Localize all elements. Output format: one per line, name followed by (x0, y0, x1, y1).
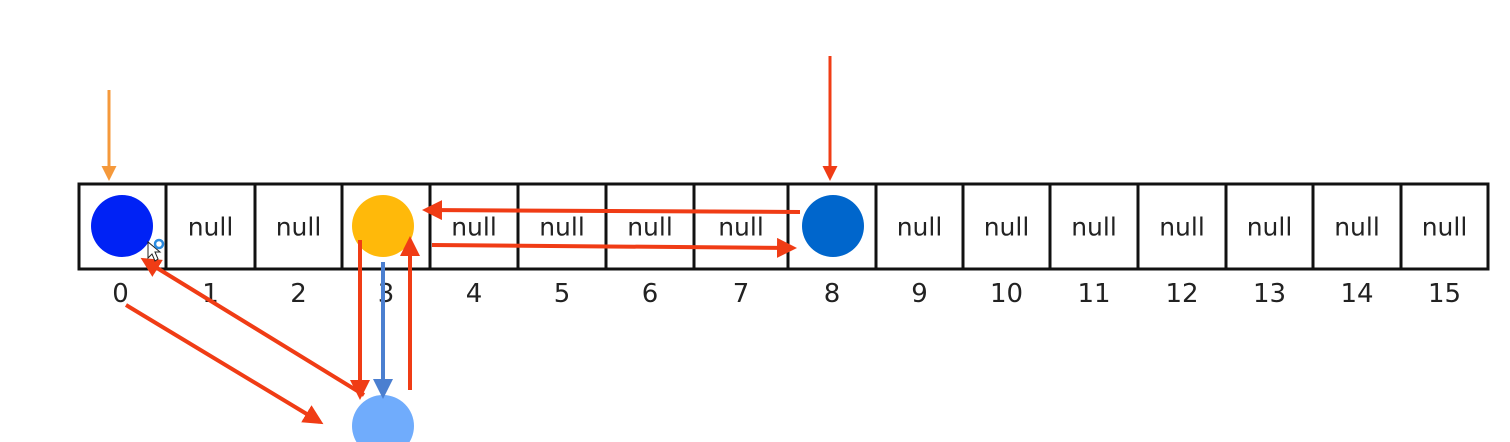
index-label-14: 14 (1340, 279, 1373, 309)
index-label-11: 11 (1077, 279, 1110, 309)
index-label-3: 3 (378, 279, 395, 309)
array-slot-7: null (692, 182, 790, 271)
array-slot-4: null (428, 182, 520, 271)
array-slot-13: null (1224, 182, 1315, 271)
index-label-10: 10 (990, 279, 1023, 309)
slot-value-11: null (1071, 213, 1117, 242)
mouse-pointer-icon (147, 238, 165, 262)
slot-value-1: null (188, 213, 234, 242)
array-slot-1: null (164, 182, 257, 271)
node-slot-0 (91, 195, 153, 257)
array-slot-10: null (961, 182, 1052, 271)
array-cells: null null null null null null null null null null… (77, 182, 1490, 271)
index-label-15: 15 (1428, 279, 1461, 309)
array-slot-2: null (253, 182, 344, 271)
index-label-9: 9 (911, 279, 928, 309)
arrow-3-to-8 (431, 237, 797, 258)
slot-value-4: null (451, 213, 497, 242)
slot-value-2: null (276, 213, 322, 242)
array-slot-11: null (1048, 182, 1140, 271)
slot-value-15: null (1422, 213, 1468, 242)
index-label-6: 6 (642, 279, 659, 309)
index-label-8: 8 (824, 279, 841, 309)
arrow-0-down (124, 303, 324, 425)
index-label-7: 7 (733, 279, 750, 309)
array-slot-14: null (1311, 182, 1403, 271)
slot-value-5: null (539, 213, 585, 242)
index-label-5: 5 (554, 279, 571, 309)
slot-value-10: null (984, 213, 1030, 242)
array-slot-6: null (604, 182, 696, 271)
slot-value-6: null (627, 213, 673, 242)
node-below-slot-3 (352, 395, 414, 442)
array-slot-12: null (1136, 182, 1228, 271)
index-label-12: 12 (1165, 279, 1198, 309)
slot-value-13: null (1247, 213, 1293, 242)
index-label-0: 0 (112, 279, 129, 309)
array-slot-15: null (1399, 182, 1490, 271)
array-slot-9: null (874, 182, 965, 271)
slot-value-14: null (1334, 213, 1380, 242)
node-slot-3 (352, 195, 414, 257)
slot-value-12: null (1159, 213, 1205, 242)
index-label-4: 4 (466, 279, 483, 309)
slot-value-9: null (897, 213, 943, 242)
index-label-13: 13 (1253, 279, 1286, 309)
index-label-2: 2 (290, 279, 307, 309)
arrow-8-to-3 (422, 200, 801, 221)
arrow-up-to-0 (140, 257, 366, 397)
array-slot-5: null (516, 182, 608, 271)
node-slot-8 (802, 195, 864, 257)
slot-value-7: null (718, 213, 764, 242)
